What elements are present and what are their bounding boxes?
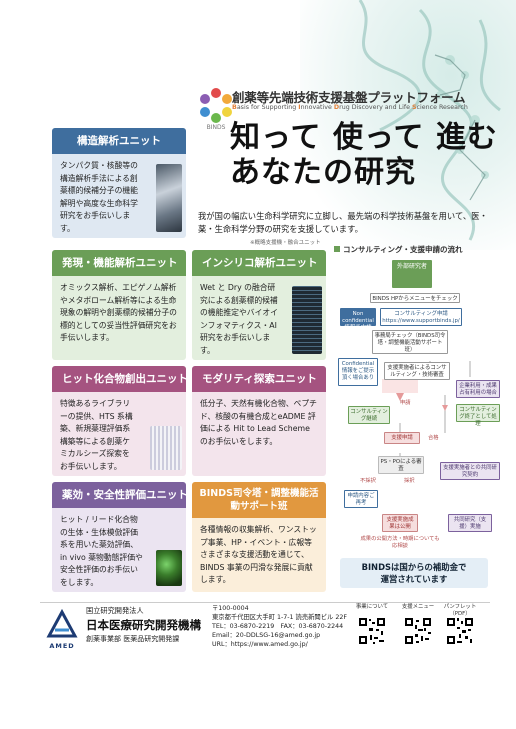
flow-ps-po: PS・POによる審査	[378, 456, 424, 474]
flow-joint-contract: 支援実施者との共同研究契約	[440, 462, 500, 480]
crystallography-photo	[156, 164, 182, 232]
unit-in-silico: インシリコ解析ユニット Wet と Dry の融合研究による創薬標的候補の機能推…	[192, 250, 326, 360]
qr-code-icon[interactable]	[404, 617, 432, 645]
unit-body: 各種情報の収集解析、ワンストップ事業、HP・イベント・広報等さまざまな支援活動を…	[200, 525, 317, 585]
subsidy-note: BINDSは国からの補助金で 運営されています	[340, 558, 488, 588]
label-adopt: 採択	[404, 478, 415, 484]
qr-label-about: 事業について	[355, 604, 389, 610]
unit-pharmacology-safety: 薬効・安全性評価ユニット ヒット / リード化合物の生体・生体模倣評価系を用いた…	[52, 482, 188, 592]
flow-consulting-continue: コンサルティング継続	[348, 406, 390, 424]
molecule-illustration	[300, 0, 516, 250]
unit-title: 発現・機能解析ユニット	[52, 250, 186, 276]
flow-hp-check: BINDS HPからメニューをチェック	[370, 293, 460, 303]
external-researcher: 外部研究者	[392, 260, 432, 288]
unit-title: 構造解析ユニット	[52, 128, 186, 154]
amed-logo	[46, 608, 78, 638]
label-reject: 不採択	[360, 478, 376, 484]
platform-name: 創薬等先端技術支援基盤プラットフォーム	[232, 90, 466, 105]
unit-title: ヒット化合物創出ユニット	[52, 366, 188, 392]
footer-divider	[40, 602, 490, 603]
plate-photo	[150, 426, 182, 470]
flow-support-done: 支援実施成果は公開	[382, 514, 418, 532]
flow-publish-note: 成果の公開方法・時期についても応相談	[360, 536, 440, 549]
intro-note: ※概略支援機・融合ユニット	[250, 240, 321, 246]
unit-title: BINDS司令塔・調整機能活動サポート班	[192, 482, 326, 518]
org-type: 国立研究開発法人	[86, 606, 144, 615]
unit-hit-compound: ヒット化合物創出ユニット 特徴あるライブラリーの提供、HTS 系構築、新規薬理評…	[52, 366, 188, 476]
qr-code-icon[interactable]	[358, 617, 386, 645]
platform-english: Basis for Supporting Innovative Drug Dis…	[232, 104, 468, 111]
server-rack-photo	[292, 286, 322, 354]
unit-modality: モダリティ探索ユニット 低分子、天然有機化合物、ペプチド、核酸の有機合成とeAD…	[192, 366, 326, 476]
intro-text: 我が国の幅広い生命科学研究に立脚し、最先端の科学技術基盤を用いて、医・薬・生命科…	[198, 211, 488, 234]
org-department: 創薬事業部 医薬品研究開発課	[86, 635, 180, 643]
unit-binds-support: BINDS司令塔・調整機能活動サポート班 各種情報の収集解析、ワンストップ事業、…	[192, 482, 326, 592]
unit-body: オミックス解析、エピゲノム解析やメタボローム解析等による生命現象の解明や創薬標的…	[60, 283, 177, 343]
flow-office-check: 事務局チェック（BINDS司令塔・調整機能活動サポート班）	[372, 330, 448, 354]
flow-title: コンサルティング・支援申請の流れ	[334, 244, 463, 255]
flow-consult-end: コンサルティング終了として処理	[456, 404, 500, 427]
unit-body: 特徴あるライブラリーの提供、HTS 系構築、新規薬理評価系構築等による創薬ケミカ…	[60, 399, 133, 471]
flow-consult-apply: コンサルティング申請 https://www.supportbinds.jp/	[380, 308, 462, 326]
flow-support-apply: 支援申請	[384, 432, 420, 444]
flow-industry: 企業利用・成果占有利用の場合	[456, 380, 500, 398]
headline: 知って 使って 進む あなたの研究	[230, 120, 498, 190]
unit-structure-analysis: 構造解析ユニット タンパク質・核酸等の構造解析手法による創薬標的候補分子の機能解…	[52, 128, 186, 238]
logo-caption: BINDS	[206, 124, 226, 131]
label-apply: 申請	[400, 400, 411, 406]
unit-expression-analysis: 発現・機能解析ユニット オミックス解析、エピゲノム解析やメタボローム解析等による…	[52, 250, 186, 360]
flow-nonconfidential: Non confidential情報で申請	[340, 308, 376, 331]
qr-label-menu: 支援メニュー	[401, 604, 435, 610]
unit-title: モダリティ探索ユニット	[192, 366, 326, 392]
unit-title: 薬効・安全性評価ユニット	[52, 482, 188, 508]
unit-body: Wet と Dry の融合研究による創薬標的候補の機能推定やバイオインフォマティ…	[200, 283, 278, 355]
org-name: 日本医療研究開発機構	[86, 618, 201, 632]
unit-body: ヒット / リード化合物の生体・生体模倣評価系を用いた薬効評価、in vivo …	[60, 515, 143, 587]
flow-reapply: 申請内容ご再考	[344, 490, 378, 508]
flow-staff-consult: 支援実施者によるコンサルティング・技術審査	[384, 362, 450, 380]
label-pass: 合格	[428, 435, 439, 441]
qr-label-pamphlet: パンフレット（PDF）	[443, 604, 477, 617]
tissue-image	[156, 550, 182, 586]
flow-joint-done: 共同研究（支援）実施	[448, 514, 492, 532]
flow-confidential: Confidential情報をご提示頂く場合あり	[338, 358, 378, 386]
qr-code-icon[interactable]	[446, 617, 474, 645]
amed-logo-text: AMED	[49, 642, 75, 650]
unit-body: タンパク質・核酸等の構造解析手法による創薬標的候補分子の機能解明や高度な生命科学…	[60, 161, 138, 233]
binds-logo	[200, 88, 232, 123]
unit-title: インシリコ解析ユニット	[192, 250, 326, 276]
unit-body: 低分子、天然有機化合物、ペプチド、核酸の有機合成とeADME 評価による Hit…	[200, 399, 317, 446]
contact-info: 〒100-0004 東京都千代田区大手町 1-7-1 読売新聞ビル 22F TE…	[212, 605, 347, 648]
